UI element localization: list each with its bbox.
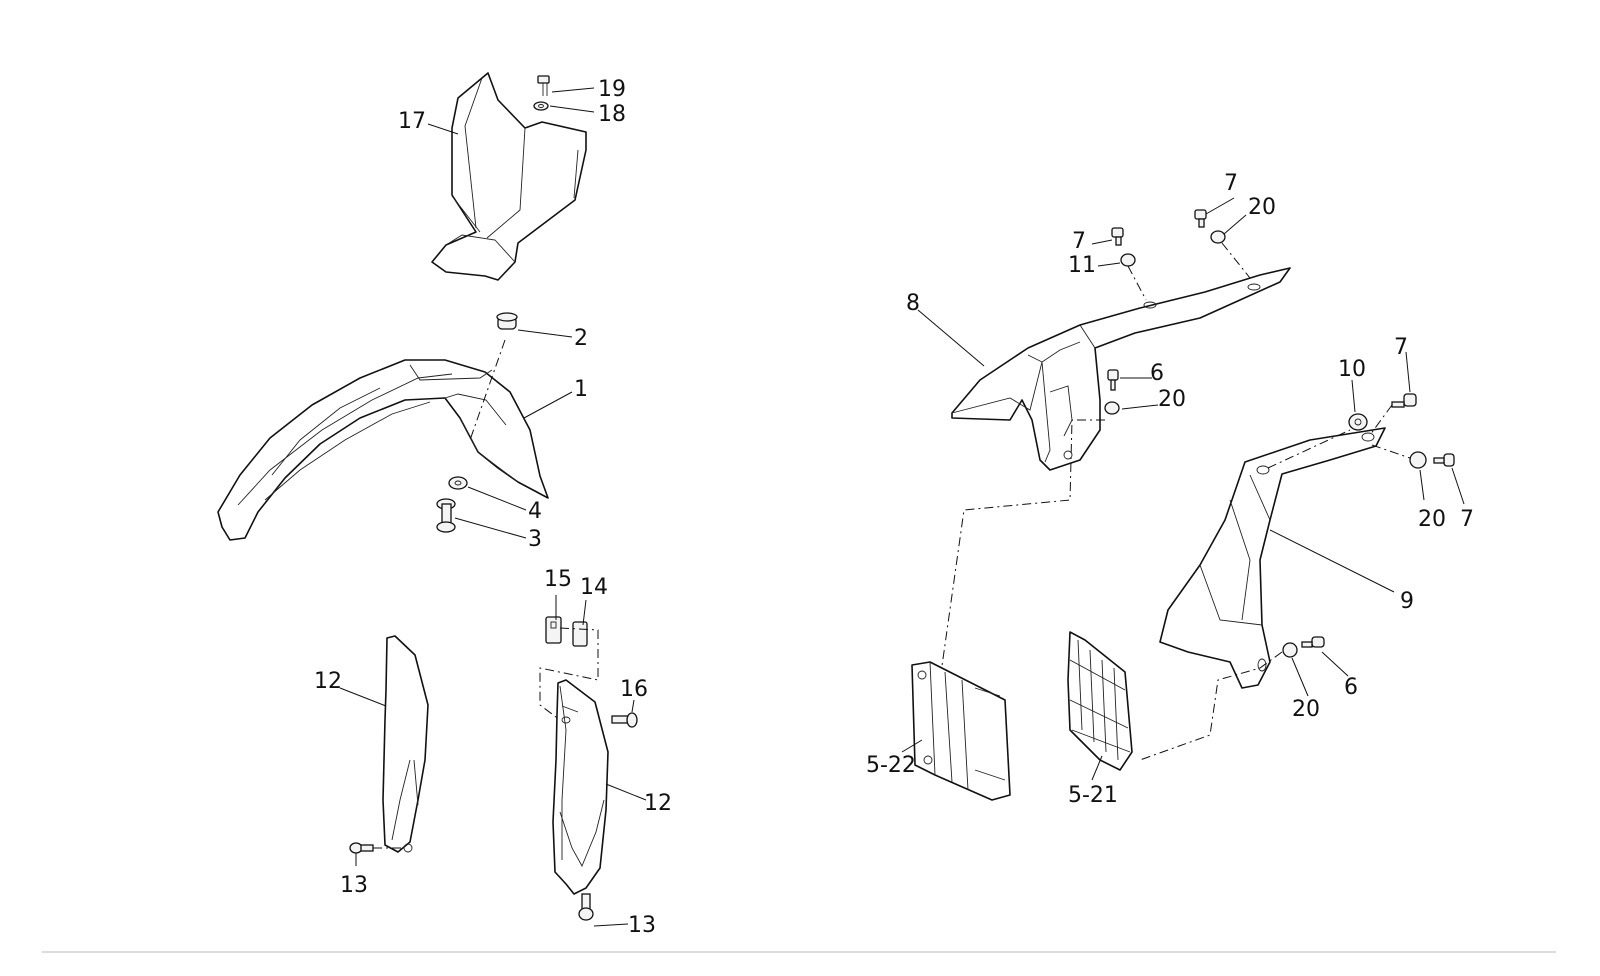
- callout-8: 8: [906, 291, 920, 316]
- callout-5-22: 5-22: [866, 753, 916, 778]
- grommet-2: [496, 312, 518, 330]
- callout-6-right-bottom: 6: [1344, 675, 1358, 700]
- right-shroud-axis-top-b: [1369, 404, 1393, 436]
- radiator-louver-part: [911, 661, 1011, 801]
- radiator-grill-part: [1067, 631, 1133, 771]
- callout-7-top-a: 7: [1072, 229, 1086, 254]
- callout-20-right-mid: 20: [1418, 507, 1446, 532]
- radiator-shroud-right-part: [1159, 427, 1386, 689]
- callout-10: 10: [1338, 357, 1366, 382]
- clip-14: [572, 621, 588, 647]
- bolt-13-left: [349, 842, 374, 854]
- callout-4: 4: [528, 499, 542, 524]
- grommet-20-right-mid: [1409, 451, 1427, 469]
- right-shroud-axis-mid: [1371, 444, 1411, 459]
- callout-17: 17: [398, 109, 426, 134]
- callout-13-left: 13: [340, 873, 368, 898]
- callout-6-shroud: 6: [1150, 361, 1164, 386]
- grommet-20-shroud-side: [1104, 401, 1120, 415]
- callout-20-top: 20: [1248, 195, 1276, 220]
- callout-14: 14: [580, 575, 608, 600]
- fork-guard-right-part: [552, 679, 609, 895]
- callout-18: 18: [598, 102, 626, 127]
- leader-lines: [339, 87, 1465, 927]
- callout-11: 11: [1068, 253, 1096, 278]
- clip-15: [545, 616, 562, 644]
- callout-9: 9: [1400, 589, 1414, 614]
- bolt-16: [611, 712, 638, 728]
- bolt-3: [436, 498, 456, 533]
- bolt-13-right: [578, 893, 594, 921]
- bolt-7-right-top: [1391, 393, 1417, 408]
- number-plate-part: [431, 72, 587, 281]
- right-shroud-axis-bottom: [1139, 651, 1283, 761]
- callout-3: 3: [528, 527, 542, 552]
- callout-15: 15: [544, 567, 572, 592]
- bolt-6-right-bottom: [1301, 636, 1325, 648]
- callout-20-shroud: 20: [1158, 387, 1186, 412]
- shroud-side-axis: [939, 419, 1105, 681]
- fender-fastener-axis: [469, 339, 506, 441]
- bolt-19: [537, 75, 550, 96]
- grommet-20-right-bottom: [1282, 642, 1298, 658]
- right-shroud-axis-top: [1267, 429, 1351, 469]
- callout-20-right-bottom: 20: [1292, 697, 1320, 722]
- callout-16: 16: [620, 677, 648, 702]
- callout-7-top-b: 7: [1224, 171, 1238, 196]
- callout-1: 1: [574, 377, 588, 402]
- grommet-20-shroud-top: [1210, 230, 1226, 244]
- callout-13-right: 13: [628, 913, 656, 938]
- radiator-shroud-left-part: [951, 267, 1291, 471]
- callout-7-right-top: 7: [1394, 335, 1408, 360]
- bolt-7-right-mid: [1433, 453, 1455, 467]
- callout-12-left: 12: [314, 669, 342, 694]
- callout-2: 2: [574, 326, 588, 351]
- bolt-7-shroud-top-a: [1111, 227, 1124, 246]
- callout-5-21: 5-21: [1068, 783, 1118, 808]
- washer-18: [533, 101, 549, 111]
- callout-labels: 17 19 18 2 1 4 3 15 14 16 12 12 13 13 7 …: [314, 77, 1474, 938]
- washer-4: [448, 476, 468, 490]
- bolt-6-shroud-side: [1107, 369, 1119, 391]
- bolt-7-shroud-top-b: [1194, 209, 1207, 228]
- front-fender-part: [217, 359, 549, 541]
- callout-19: 19: [598, 77, 626, 102]
- grommet-10: [1348, 413, 1368, 431]
- fork-guard-left-part: [382, 635, 429, 853]
- callout-12-right: 12: [644, 791, 672, 816]
- clip-assembly-outline: [539, 627, 599, 721]
- grommet-11: [1120, 253, 1136, 267]
- callout-7-right-mid: 7: [1460, 507, 1474, 532]
- shroud-top-axis-b: [1221, 242, 1251, 279]
- shroud-top-axis-a: [1127, 265, 1147, 301]
